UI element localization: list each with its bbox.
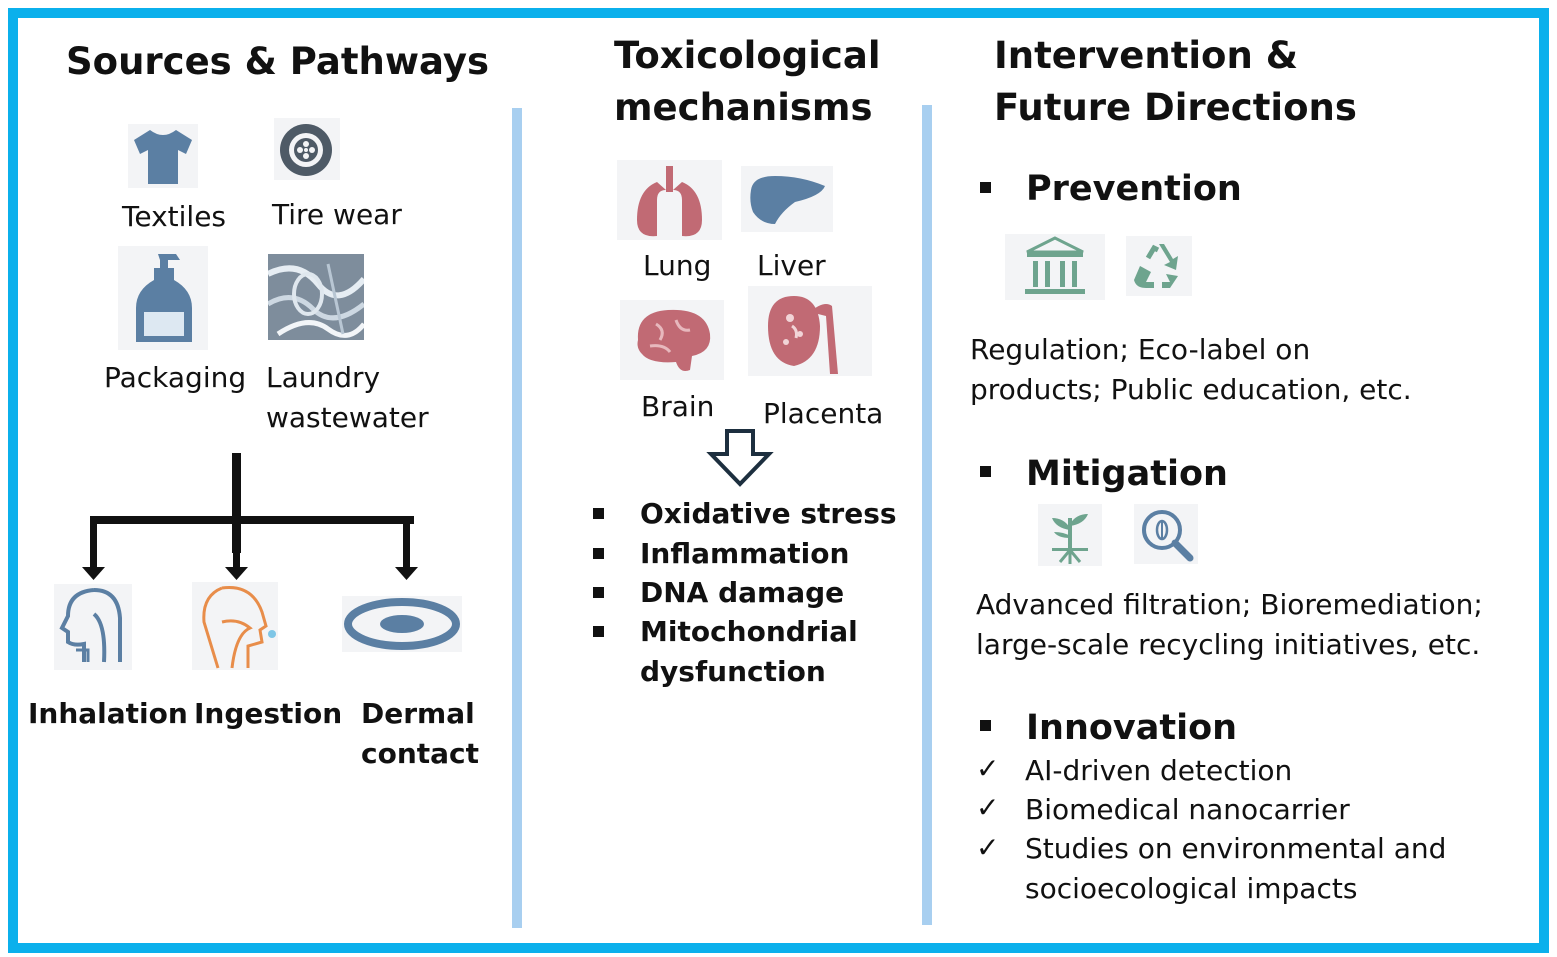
- source-label-laundry-2: wastewater: [266, 401, 429, 434]
- source-label-textiles: Textiles: [122, 200, 227, 233]
- plant-roots-icon: [1038, 504, 1102, 566]
- tshirt-icon: [128, 124, 198, 188]
- organ-label-lung: Lung: [643, 249, 712, 282]
- future-title-2: Future Directions: [994, 86, 1357, 129]
- mitigation-text-1: Advanced filtration; Bioremediation;: [976, 588, 1483, 621]
- column-divider-left: [512, 108, 522, 928]
- check-icon: ✓: [976, 791, 1000, 824]
- pathway-connector: [82, 453, 418, 580]
- diagram-frame: [8, 8, 1549, 953]
- source-label-laundry-1: Laundry: [266, 361, 381, 394]
- mitigation-heading: Mitigation: [1026, 454, 1228, 494]
- recycle-icon: [1126, 236, 1192, 296]
- innovation-heading: Innovation: [1026, 708, 1238, 748]
- innovation-item-studies: Studies on environmental and: [1025, 832, 1447, 865]
- down-arrow-icon: [706, 429, 774, 487]
- mechanisms-title-1: Toxicological: [614, 34, 881, 77]
- prevention-text-2: products; Public education, etc.: [970, 373, 1412, 406]
- pathway-label-ingestion: Ingestion: [194, 697, 343, 730]
- tire-icon: [274, 118, 340, 180]
- check-icon: ✓: [976, 831, 1000, 864]
- effect-bullet: [593, 548, 604, 559]
- pathway-label-inhalation: Inhalation: [28, 697, 188, 730]
- government-building-icon: [1005, 234, 1105, 300]
- effect-bullet: [593, 626, 604, 637]
- source-label-packaging: Packaging: [104, 361, 247, 394]
- effect-inflammation: Inflammation: [640, 537, 850, 570]
- innovation-item-ai: AI-driven detection: [1025, 754, 1293, 787]
- check-icon: ✓: [976, 752, 1000, 785]
- organ-label-brain: Brain: [641, 390, 715, 423]
- effect-oxidative-stress: Oxidative stress: [640, 497, 897, 530]
- mechanisms-title-2: mechanisms: [614, 86, 873, 129]
- microbe-magnifier-icon: [1134, 504, 1198, 564]
- placenta-icon: [748, 286, 872, 376]
- effect-bullet: [593, 587, 604, 598]
- bottle-icon: [118, 246, 208, 350]
- organ-label-liver: Liver: [757, 249, 826, 282]
- prevention-heading: Prevention: [1026, 169, 1242, 209]
- prevention-text-1: Regulation; Eco-label on: [970, 333, 1311, 366]
- section-bullet: [980, 720, 991, 731]
- effect-bullet: [593, 508, 604, 519]
- effect-mitochondrial: Mitochondrial: [640, 615, 858, 648]
- organ-label-placenta: Placenta: [763, 397, 884, 430]
- section-bullet: [980, 466, 991, 477]
- innovation-item-nanocarrier: Biomedical nanocarrier: [1025, 793, 1350, 826]
- brain-icon: [620, 300, 724, 380]
- skin-layer-icon: [342, 596, 462, 652]
- lung-icon: [617, 160, 722, 240]
- head-airway-icon: [54, 584, 132, 670]
- section-bullet: [980, 182, 991, 193]
- source-label-tire-wear: Tire wear: [272, 198, 402, 231]
- mitigation-text-2: large-scale recycling initiatives, etc.: [976, 628, 1481, 661]
- pathway-label-dermal-2: contact: [361, 737, 480, 770]
- head-digestive-icon: [192, 582, 278, 670]
- effect-dna-damage: DNA damage: [640, 576, 845, 609]
- column-divider-right: [922, 105, 932, 925]
- sources-title: Sources & Pathways: [66, 40, 490, 83]
- pathway-label-dermal-1: Dermal: [361, 697, 475, 730]
- liver-icon: [741, 166, 833, 232]
- effect-dysfunction: dysfunction: [640, 655, 826, 688]
- innovation-item-studies-cont: socioecological impacts: [1025, 872, 1358, 905]
- future-title-1: Intervention &: [994, 34, 1298, 77]
- laundry-photo: [268, 254, 364, 340]
